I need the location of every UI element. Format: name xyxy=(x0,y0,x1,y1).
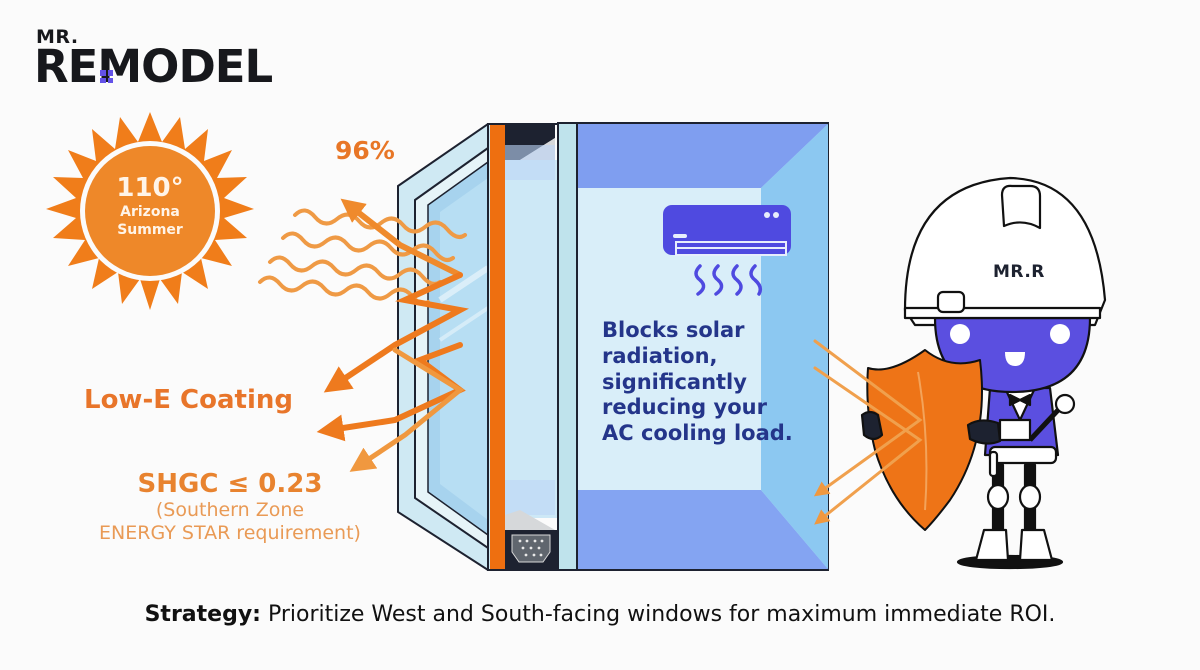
room-text-line: radiation, xyxy=(602,343,718,368)
room-text-line: Blocks solar xyxy=(602,318,745,342)
logo-name-left: R xyxy=(34,40,69,93)
window-cross-section xyxy=(397,123,559,571)
shgc-note-line1: (Southern Zone xyxy=(155,498,305,521)
reflection-percent: 96% xyxy=(335,136,395,165)
logo-prefix: MR. xyxy=(36,26,79,48)
sun-line1: Arizona xyxy=(120,204,180,220)
mascot-helmet-label: MR.R xyxy=(993,262,1045,282)
logo-window-icon xyxy=(100,70,113,83)
room-illustration xyxy=(557,122,829,571)
strategy-text: Prioritize West and South-facing windows… xyxy=(260,602,1056,627)
logo-wordmark: REMODEL xyxy=(34,40,273,93)
room-text-line: significantly xyxy=(602,369,747,394)
low-e-coating-layer xyxy=(490,124,505,570)
logo-name-right: MODEL xyxy=(97,40,273,93)
sun-icon xyxy=(46,112,254,310)
strategy-caption: Strategy: Prioritize West and South-faci… xyxy=(0,602,1200,627)
shgc-block: SHGC ≤ 0.23 (Southern Zone ENERGY STAR r… xyxy=(60,470,400,545)
mascot-robot xyxy=(860,176,1107,570)
strategy-label: Strategy: xyxy=(144,602,261,627)
low-e-coating-label: Low-E Coating xyxy=(84,385,294,415)
reflected-radiation-arrows xyxy=(316,198,469,472)
room-benefit-text: Blocks solar radiation, significantly re… xyxy=(602,318,812,447)
air-conditioner-icon xyxy=(663,205,791,296)
sun-temperature: 110° xyxy=(116,173,184,203)
shgc-note-line2: ENERGY STAR requirement) xyxy=(99,521,361,544)
room-text-line: AC cooling load. xyxy=(602,421,793,446)
shgc-value: SHGC ≤ 0.23 xyxy=(137,469,323,499)
sun-line2: Summer xyxy=(117,221,183,238)
heat-wave-icons xyxy=(258,208,467,306)
sun-label: 110° Arizona Summer xyxy=(92,175,208,239)
room-text-line: reducing your xyxy=(602,395,767,420)
deflected-arrows xyxy=(813,339,923,525)
logo-e-mark: E xyxy=(67,40,99,93)
